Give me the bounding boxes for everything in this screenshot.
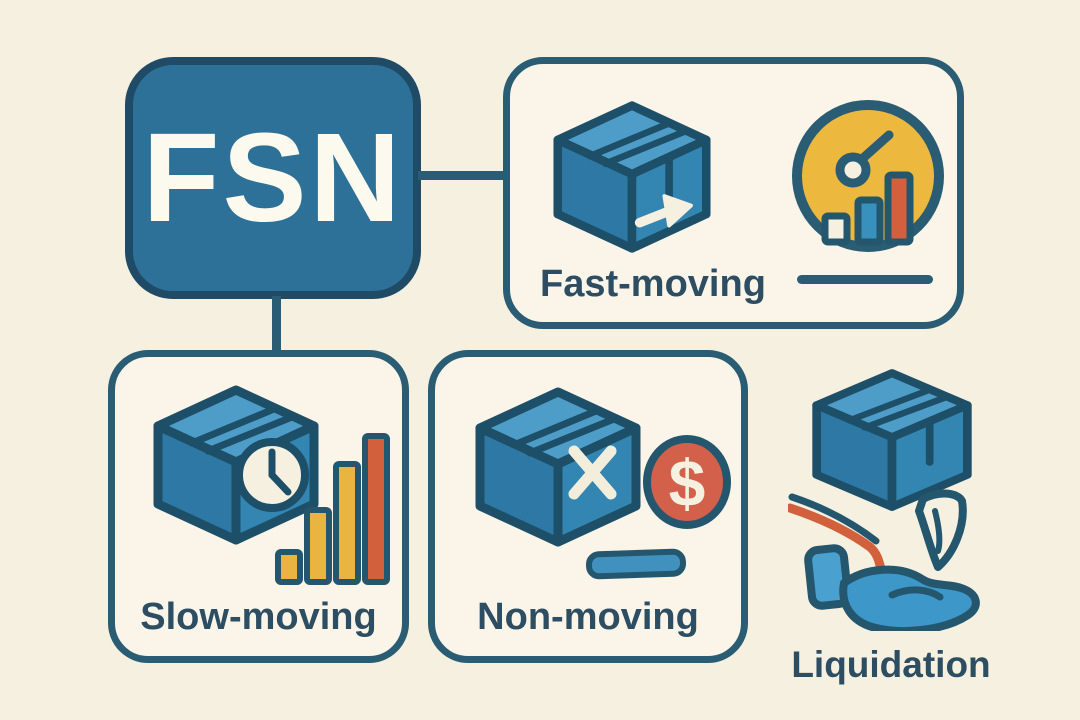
category-card-non-moving: $ Non-moving (428, 350, 748, 663)
arrow-right-glyph (634, 194, 693, 228)
category-card-fast-moving: Fast-moving (503, 57, 964, 329)
x-mark-glyph (568, 445, 617, 500)
liquidation-group: Liquidation (782, 355, 1000, 685)
category-card-slow-moving: Slow-moving (108, 350, 409, 663)
hand-receiving-icon (788, 489, 980, 631)
shipping-box-arrow-icon (553, 101, 711, 253)
gauge-hub (835, 152, 871, 188)
flat-dash-icon (585, 548, 687, 580)
thumb (804, 544, 852, 610)
dollar-sign-glyph: $ (669, 446, 706, 520)
streak-dark (788, 493, 880, 545)
underline-rule (797, 275, 933, 284)
speed-gauge-icon (792, 100, 944, 252)
clock-glyph (235, 438, 309, 512)
category-label-liquidation: Liquidation (791, 644, 991, 685)
connector-fsn-to-fast (418, 171, 506, 180)
category-label-non-moving: Non-moving (477, 596, 699, 638)
dollar-coin-icon: $ (643, 435, 731, 529)
category-label-fast-moving: Fast-moving (540, 263, 766, 305)
fsn-root-label: FSN (142, 107, 404, 248)
connector-fsn-to-slow (272, 296, 281, 354)
shipping-box-icon (812, 369, 972, 511)
shipping-box-clock-icon (153, 385, 319, 545)
streak-orange (788, 503, 886, 574)
gauge-bars (821, 171, 914, 246)
fsn-root-node: FSN (125, 57, 421, 299)
rising-bars-icon (275, 433, 390, 585)
palm (839, 565, 980, 631)
gauge-needle (857, 130, 894, 164)
shipping-box-x-icon (475, 387, 641, 547)
category-label-slow-moving: Slow-moving (140, 596, 377, 638)
finger-fold (888, 586, 944, 601)
